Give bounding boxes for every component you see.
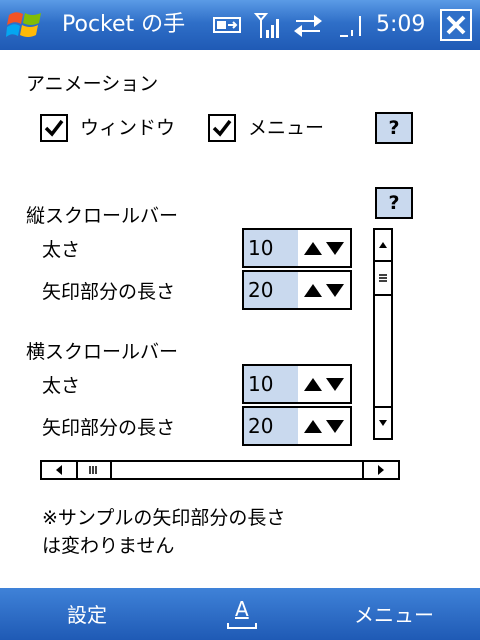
note-line-2: は変わりません [42, 535, 175, 557]
hscrollbar-arrow-field[interactable]: 20 [242, 406, 300, 446]
animation-heading: アニメーション [26, 73, 159, 95]
down-arrow-icon[interactable] [326, 420, 344, 433]
window-title: Pocket の手 [62, 12, 186, 37]
menu-animation-checkbox[interactable] [208, 114, 236, 142]
sync-arrows-icon [294, 15, 322, 37]
vscroll-thumb[interactable] [375, 260, 391, 296]
left-arrow-icon [56, 465, 62, 475]
up-arrow-icon[interactable] [304, 378, 322, 391]
data-connection-icon [213, 17, 241, 33]
title-bar: Pocket の手 5:09 [0, 0, 480, 50]
vscrollbar-heading: 縦スクロールバー [26, 205, 179, 227]
vscrollbar-arrow-field[interactable]: 20 [242, 270, 300, 310]
hscrollbar-width-field[interactable]: 10 [242, 364, 300, 404]
window-animation-checkbox[interactable] [40, 114, 68, 142]
animation-help-button[interactable]: ? [375, 112, 413, 144]
hscrollbar-arrow-label: 矢印部分の長さ [42, 417, 176, 439]
hscroll-right-button[interactable] [362, 462, 398, 478]
hscroll-left-button[interactable] [42, 462, 78, 478]
sample-horizontal-scrollbar[interactable] [40, 460, 400, 480]
checkmark-icon [212, 119, 232, 137]
vscroll-down-button[interactable] [375, 406, 391, 438]
vscrollbar-arrow-label: 矢印部分の長さ [42, 281, 176, 303]
hscroll-thumb[interactable] [76, 462, 112, 478]
hscrollbar-arrow-spinner[interactable] [298, 406, 352, 446]
checkmark-icon [44, 119, 64, 137]
vscroll-up-button[interactable] [375, 230, 391, 262]
note-line-1: ※サンプルの矢印部分の長さ [42, 507, 286, 529]
volume-icon[interactable] [338, 10, 366, 40]
close-icon [446, 15, 466, 35]
up-arrow-icon[interactable] [304, 420, 322, 433]
signal-strength-icon [254, 13, 279, 38]
vscrollbar-width-field[interactable]: 10 [242, 228, 300, 268]
scrollbar-help-button[interactable]: ? [375, 187, 413, 219]
input-panel-label: A [235, 597, 249, 621]
up-arrow-icon [379, 242, 387, 248]
down-arrow-icon [379, 420, 387, 426]
down-arrow-icon[interactable] [326, 242, 344, 255]
scroll-grip-icon [89, 466, 97, 474]
window-animation-label: ウィンドウ [80, 117, 176, 139]
menu-animation-label: メニュー [248, 117, 325, 139]
down-arrow-icon[interactable] [326, 284, 344, 297]
note-text: ※サンプルの矢印部分の長さ は変わりません [42, 504, 285, 560]
softkey-bar: 設定 A メニュー [0, 588, 480, 640]
up-arrow-icon[interactable] [304, 242, 322, 255]
sample-vertical-scrollbar[interactable] [373, 228, 393, 440]
vscrollbar-width-spinner[interactable] [298, 228, 352, 268]
menu-softkey[interactable]: メニュー [354, 603, 434, 627]
vscrollbar-width-label: 太さ [42, 239, 81, 261]
hscrollbar-heading: 横スクロールバー [26, 341, 179, 363]
clock: 5:09 [376, 12, 426, 37]
scroll-grip-icon [379, 274, 387, 282]
hscrollbar-width-label: 太さ [42, 375, 81, 397]
right-arrow-icon [378, 465, 384, 475]
down-arrow-icon[interactable] [326, 378, 344, 391]
vscrollbar-arrow-spinner[interactable] [298, 270, 352, 310]
windows-start-icon[interactable] [6, 7, 44, 43]
hscrollbar-width-spinner[interactable] [298, 364, 352, 404]
close-button[interactable] [440, 9, 472, 41]
input-panel-icon [227, 623, 257, 629]
up-arrow-icon[interactable] [304, 284, 322, 297]
settings-softkey[interactable]: 設定 [67, 603, 107, 627]
input-panel-button[interactable]: A [226, 596, 258, 632]
